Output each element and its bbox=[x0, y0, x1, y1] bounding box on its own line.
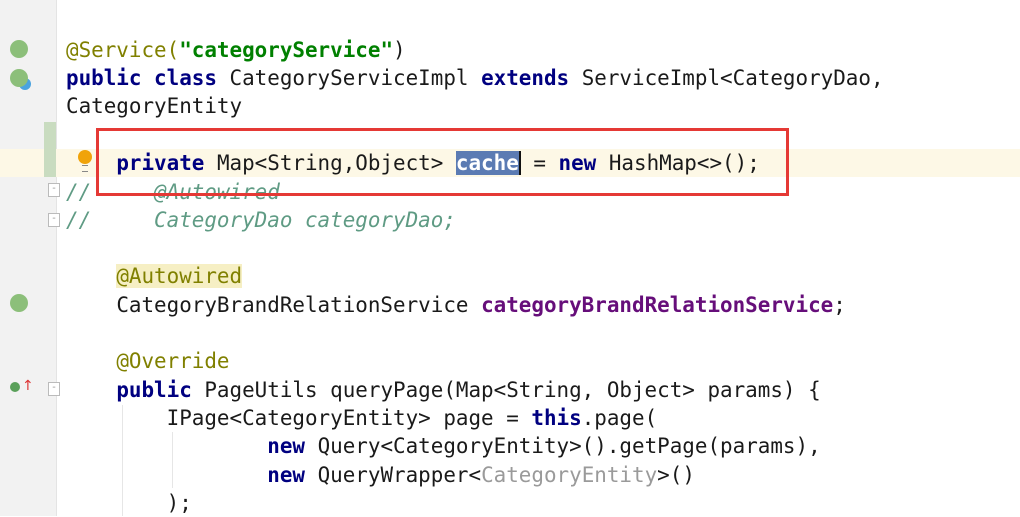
keyword: new bbox=[267, 434, 318, 459]
implements-method-icon[interactable] bbox=[10, 382, 20, 392]
vcs-change-marker[interactable] bbox=[44, 122, 56, 177]
code-text: ServiceImpl<CategoryDao, CategoryEntity bbox=[66, 66, 897, 119]
annotation: @Autowired bbox=[116, 264, 243, 289]
spring-bean-icon[interactable] bbox=[10, 40, 28, 58]
annotation: @Service( bbox=[66, 38, 180, 62]
comment: // CategoryDao categoryDao; bbox=[66, 207, 456, 232]
code-text: .page( bbox=[581, 405, 658, 430]
keyword: extends bbox=[481, 66, 582, 91]
code-line[interactable]: new QueryWrapper<CategoryEntity>() bbox=[66, 461, 695, 489]
code-line[interactable]: // @Autowired bbox=[66, 178, 280, 206]
code-text: IPage<CategoryEntity> page = bbox=[66, 405, 532, 430]
indent-guide bbox=[122, 405, 123, 516]
autowired-navigate-icon[interactable] bbox=[10, 294, 28, 312]
fold-icon[interactable]: - bbox=[48, 183, 60, 197]
code-line[interactable]: public PageUtils queryPage(Map<String, O… bbox=[66, 376, 821, 404]
code-line[interactable]: // CategoryDao categoryDao; bbox=[66, 206, 456, 234]
code-line[interactable]: public class CategoryServiceImpl extends… bbox=[66, 64, 1016, 120]
comment: // @Autowired bbox=[66, 179, 280, 204]
code-text bbox=[66, 434, 267, 458]
code-text: Map<String,Object> bbox=[216, 151, 456, 176]
code-text: CategoryBrandRelationService bbox=[66, 292, 482, 317]
selected-text: cache bbox=[455, 151, 521, 176]
field-name: categoryBrandRelationService bbox=[481, 292, 834, 317]
code-line[interactable]: private Map<String,Object> cache = new H… bbox=[66, 149, 760, 177]
keyword: private bbox=[116, 151, 217, 176]
code-text bbox=[66, 378, 116, 402]
code-line[interactable]: new Query<CategoryEntity>().getPage(para… bbox=[66, 432, 821, 460]
fold-icon[interactable]: - bbox=[48, 213, 60, 227]
indent-guide bbox=[172, 432, 173, 488]
keyword: this bbox=[531, 405, 582, 430]
code-text: CategoryServiceImpl bbox=[229, 66, 482, 91]
override-arrow-icon[interactable]: ↑ bbox=[22, 378, 34, 394]
code-text: QueryWrapper< bbox=[317, 462, 482, 487]
code-text bbox=[66, 264, 116, 288]
code-text bbox=[66, 463, 267, 487]
fold-icon[interactable]: - bbox=[48, 382, 60, 396]
code-text: ) bbox=[393, 38, 406, 62]
annotation: @Override bbox=[116, 349, 230, 374]
keyword: public bbox=[116, 377, 205, 402]
code-line[interactable]: @Autowired bbox=[66, 262, 243, 290]
code-line[interactable]: ); bbox=[66, 489, 192, 517]
keyword: public class bbox=[66, 66, 230, 91]
type-hint: CategoryEntity bbox=[481, 462, 658, 487]
code-text: PageUtils queryPage(Map<String, Object> … bbox=[204, 377, 821, 402]
string-literal: "categoryService" bbox=[179, 38, 394, 62]
code-line[interactable]: @Override bbox=[66, 347, 230, 375]
code-text: >() bbox=[657, 462, 695, 487]
code-line[interactable]: @Service("categoryService") bbox=[66, 36, 406, 64]
code-line[interactable]: IPage<CategoryEntity> page = this.page( bbox=[66, 404, 658, 432]
code-text: Query<CategoryEntity>().getPage(params), bbox=[317, 434, 821, 459]
code-text: HashMap<>(); bbox=[608, 151, 760, 176]
spring-component-icon[interactable] bbox=[10, 69, 28, 87]
editor-gutter bbox=[0, 0, 57, 516]
code-line[interactable]: CategoryBrandRelationService categoryBra… bbox=[66, 291, 846, 319]
annotation-highlight-box bbox=[96, 128, 789, 196]
keyword: new bbox=[267, 462, 318, 487]
code-text: ; bbox=[833, 292, 846, 317]
code-text: = bbox=[520, 151, 559, 176]
code-text: ); bbox=[66, 490, 192, 515]
keyword: new bbox=[558, 151, 609, 176]
code-text bbox=[66, 349, 116, 373]
lightbulb-intention-icon[interactable] bbox=[78, 150, 92, 172]
